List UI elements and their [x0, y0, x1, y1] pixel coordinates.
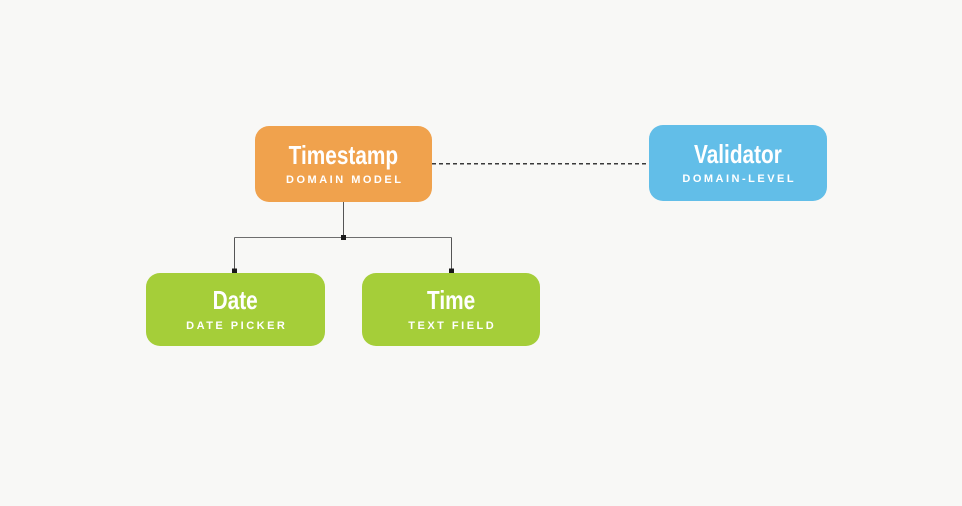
node-date[interactable]: Date DATE PICKER: [146, 273, 325, 346]
node-timestamp[interactable]: Timestamp DOMAIN MODEL: [255, 126, 432, 202]
node-validator-title: Validator: [694, 138, 782, 169]
node-validator[interactable]: Validator DOMAIN-LEVEL: [649, 125, 827, 201]
node-time[interactable]: Time TEXT FIELD: [362, 273, 540, 346]
node-date-title: Date: [212, 285, 259, 316]
node-time-title: Time: [426, 285, 476, 316]
node-validator-subtitle: DOMAIN-LEVEL: [682, 173, 797, 186]
node-timestamp-title: Timestamp: [288, 139, 399, 170]
date-endpoint-dot: [232, 268, 237, 274]
node-date-subtitle: DATE PICKER: [186, 319, 288, 332]
node-time-subtitle: TEXT FIELD: [408, 319, 497, 332]
time-endpoint-dot: [449, 268, 454, 274]
junction-dot: [341, 235, 346, 240]
node-timestamp-subtitle: DOMAIN MODEL: [286, 174, 404, 187]
